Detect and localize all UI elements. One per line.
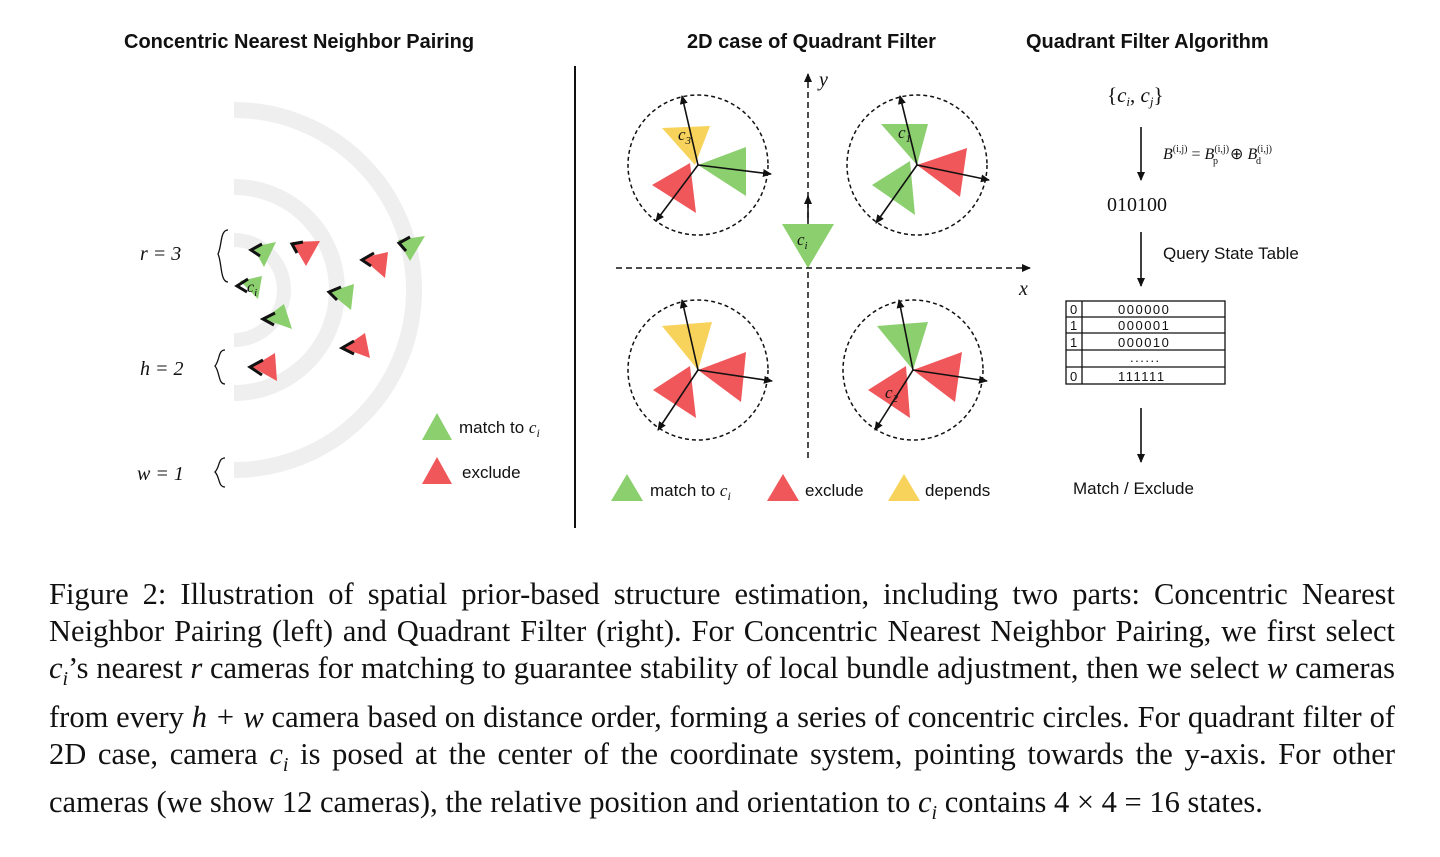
- camera-red-3: [338, 333, 370, 358]
- camera-green-2: [234, 276, 262, 299]
- brace-h: [214, 349, 226, 385]
- table-flag-1: 1: [1070, 318, 1077, 333]
- caption-part-4: cameras from every: [49, 651, 1395, 734]
- formula-text: B(i,j) = B(i,j)p ⊕ B(i,j)d: [1163, 144, 1272, 167]
- caption-w: w: [1266, 651, 1288, 686]
- panel-divider: [574, 66, 576, 528]
- camera-green-3: [396, 235, 425, 261]
- query-text: Query State Table: [1163, 244, 1299, 263]
- camera-green-1: [248, 242, 276, 267]
- pair-text: {ci, cj}: [1107, 83, 1164, 109]
- middle-legend: match to ci exclude depends: [611, 474, 990, 503]
- caption-hw: h + w: [191, 699, 264, 734]
- quadrant-bottom-left: [627, 299, 773, 441]
- legend-match-text-2: match to ci: [650, 481, 731, 503]
- legend-green-triangle-2: [611, 474, 643, 501]
- caption-part-1: Figure 2: Illustration of spatial prior-…: [49, 577, 1395, 649]
- quadrant-top-left: c3: [627, 94, 772, 236]
- label-h: h = 2: [140, 358, 184, 380]
- table-state-2: 000010: [1118, 335, 1170, 350]
- table-state-1: 000001: [1118, 318, 1170, 333]
- result-text: Match / Exclude: [1073, 479, 1194, 498]
- figure-graphics: r = 3 h = 2 w = 1 ci match to ci exclude: [137, 69, 1299, 503]
- table-flag-2: 1: [1070, 335, 1077, 350]
- camera-green-4: [326, 284, 354, 310]
- table-flag-0: 0: [1070, 302, 1077, 317]
- svg-text:ci: ci: [797, 230, 808, 252]
- caption-part-6: is posed at the center of the coordinate…: [49, 736, 1395, 820]
- caption-part-3: cameras for matching to guarantee stabil…: [202, 651, 1267, 686]
- camera-green-5: [259, 304, 292, 329]
- table-state-4: 111111: [1118, 369, 1166, 384]
- table-state-0: 000000: [1118, 302, 1170, 317]
- camera-red-4: [247, 353, 277, 381]
- caption-part-5: camera based on distance order, forming …: [49, 699, 1395, 771]
- label-w: w = 1: [137, 463, 184, 485]
- caption-ci-2: ci: [269, 736, 289, 776]
- legend-red-triangle-2: [767, 474, 799, 501]
- legend-red-triangle: [422, 457, 452, 484]
- left-labels: r = 3 h = 2 w = 1: [137, 229, 229, 488]
- left-cameras: ci: [234, 235, 425, 381]
- concentric-rings: [234, 102, 422, 478]
- quadrant-top-right: c1: [846, 94, 990, 236]
- legend-green-triangle: [422, 413, 452, 440]
- legend-exclude-text-2: exclude: [805, 481, 864, 500]
- quadrant-bottom-right: c2: [842, 299, 988, 441]
- table-flag-4: 0: [1070, 369, 1077, 384]
- caption-ci-3: ci: [917, 785, 938, 825]
- legend-yellow-triangle: [888, 474, 920, 501]
- algorithm-flow: {ci, cj} B(i,j) = B(i,j)p ⊕ B(i,j)d 0101…: [1065, 83, 1299, 498]
- brace-w: [214, 457, 226, 488]
- figure-caption: Figure 2: Illustration of spatial prior-…: [49, 576, 1395, 833]
- caption-r: r: [190, 651, 203, 686]
- caption-part-2: ’s nearest: [68, 651, 191, 686]
- left-legend: match to ci exclude: [422, 413, 540, 484]
- center-camera-ci: ci: [782, 195, 834, 268]
- camera-red-2: [359, 251, 388, 278]
- right-panel-title: Quadrant Filter Algorithm: [1026, 31, 1269, 53]
- bits-text: 010100: [1107, 194, 1167, 216]
- brace-r: [217, 229, 229, 283]
- caption-part-7: contains 4 × 4 = 16 states.: [937, 785, 1263, 820]
- legend-exclude-text: exclude: [462, 463, 521, 482]
- state-table: 0 000000 1 000001 1 000010 ...... 0 1111…: [1065, 300, 1226, 385]
- axis-x-label: x: [1018, 278, 1028, 300]
- table-state-3: ......: [1130, 350, 1161, 365]
- camera-red-1: [289, 240, 320, 266]
- axis-y-label: y: [817, 69, 828, 91]
- label-r: r = 3: [140, 243, 181, 265]
- left-panel-title: Concentric Nearest Neighbor Pairing: [124, 31, 475, 53]
- legend-match-text: match to ci: [459, 418, 540, 440]
- legend-depends-text: depends: [925, 481, 990, 500]
- caption-ci-1: ci: [49, 651, 69, 691]
- middle-panel-title: 2D case of Quadrant Filter: [687, 31, 936, 53]
- figure: Concentric Nearest Neighbor Pairing 2D c…: [124, 31, 1299, 528]
- camera-ci-label: ci: [247, 279, 257, 299]
